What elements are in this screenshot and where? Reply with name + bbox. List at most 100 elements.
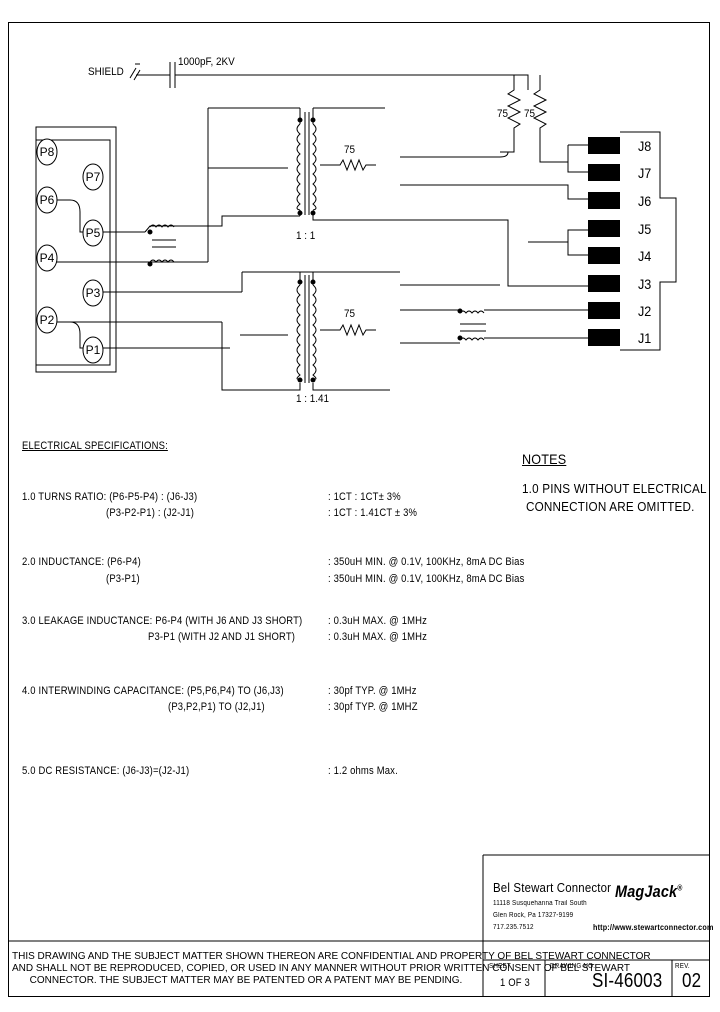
rev-label: REV. <box>675 963 690 970</box>
turns-ratio-bottom: 1 : 1.41 <box>296 393 330 405</box>
transformer-bottom-primary-coil <box>296 284 301 380</box>
spec-4-value-2: : 30pf TYP. @ 1MHZ <box>328 701 418 713</box>
top-choke <box>149 224 176 263</box>
legal-notice: THIS DRAWING AND THE SUBJECT MATTER SHOW… <box>12 951 651 987</box>
transformer-top-core <box>304 112 310 215</box>
bottom-choke <box>459 310 486 341</box>
company-name: Bel Stewart Connector <box>493 880 612 895</box>
jack-j1-label: J1 <box>638 330 652 346</box>
spec-2-label-2: (P3-P1) <box>106 573 140 585</box>
pin-p7-label: P7 <box>85 170 101 184</box>
right-connector-outline <box>620 131 677 351</box>
pin-p2-label: P2 <box>39 313 55 327</box>
j8-j7-bracket <box>567 144 588 173</box>
resistor-top-right-label: 75 <box>524 108 536 120</box>
spec-3-label-2: P3-P1 (WITH J2 AND J1 SHORT) <box>148 631 296 643</box>
spec-5-value-1: : 1.2 ohms Max. <box>328 765 398 777</box>
legal-line-1: THIS DRAWING AND THE SUBJECT MATTER SHOW… <box>12 951 651 962</box>
capacitor <box>169 62 529 90</box>
shield-label: SHIELD <box>88 66 124 78</box>
shield-wire <box>129 63 170 81</box>
spec-4-label-1: 4.0 INTERWINDING CAPACITANCE: (P5,P6,P4)… <box>22 685 284 697</box>
resistor-upper-label: 75 <box>344 144 356 156</box>
lower-secondary-routing <box>400 284 500 344</box>
resistor-top-left-label: 75 <box>497 108 509 120</box>
primary-center-tap <box>207 108 288 262</box>
transformer-top-primary <box>208 107 301 216</box>
spec-1-label-2: (P3-P2-P1) : (J2-J1) <box>106 507 195 519</box>
p1-wire <box>60 321 228 349</box>
legal-line-3: CONNECTOR. THE SUBJECT MATTER MAY BE PAT… <box>29 975 463 986</box>
jack-bar-j4 <box>588 247 620 264</box>
jack-j2-label: J2 <box>638 303 652 319</box>
jack-j3-label: J3 <box>638 276 652 292</box>
spec-3-value-1: : 0.3uH MAX. @ 1MHz <box>328 615 428 627</box>
spec-5-label-1: 5.0 DC RESISTANCE: (J6-J3)=(J2-J1) <box>22 765 190 777</box>
drawing-number: SI-46003 <box>592 970 663 992</box>
jack-j6-label: J6 <box>638 193 652 209</box>
turns-ratio-top: 1 : 1 <box>296 230 316 242</box>
pin-p7-circle <box>82 163 104 191</box>
jack-bar-j8 <box>588 137 620 154</box>
sheet-label: SHEET <box>489 963 511 970</box>
drawing-border <box>8 22 710 997</box>
jack-bar-j6 <box>588 192 620 209</box>
title-block-lines <box>8 854 710 997</box>
jack-bar-j1 <box>588 329 620 346</box>
transformer-bottom-wires <box>221 271 400 391</box>
spec-1-value-1: : 1CT : 1CT± 3% <box>328 491 401 503</box>
pin-p5-label: P5 <box>85 226 101 240</box>
company-address-2: Glen Rock, Pa 17327-9199 <box>493 912 574 919</box>
company-address-1: 11118 Susquehanna Trail South <box>493 900 587 907</box>
jack-j8-label: J8 <box>638 138 652 154</box>
upper-secondary-routing <box>384 151 588 287</box>
left-connector-outline <box>35 126 117 373</box>
spec-3-label-1: 3.0 LEAKAGE INDUCTANCE: P6-P4 (WITH J6 A… <box>22 615 303 627</box>
notes-title: NOTES <box>522 451 567 467</box>
pin-p6-circle <box>36 186 58 214</box>
pin-p6-label: P6 <box>39 193 55 207</box>
transformer-top-secondary-coil <box>312 123 317 211</box>
spec-4-label-2: (P3,P2,P1) TO (J2,J1) <box>168 701 265 713</box>
p6-wire <box>40 199 145 233</box>
pin-p1-circle <box>82 336 104 364</box>
spec-1-value-2: : 1CT : 1.41CT ± 3% <box>328 507 418 519</box>
sheet-value: 1 OF 3 <box>500 977 530 989</box>
capacitor-label: 1000pF, 2KV <box>178 56 235 68</box>
resistor-top-left <box>500 75 522 153</box>
spec-2-value-1: : 350uH MIN. @ 0.1V, 100KHz, 8mA DC Bias <box>328 556 525 568</box>
drawing-no-label: DRAWING NO. <box>550 963 596 970</box>
p2-wire <box>40 321 230 349</box>
spec-1-label-1: 1.0 TURNS RATIO: (P6-P5-P4) : (J6-J3) <box>22 491 198 503</box>
jack-j7-label: J7 <box>638 165 652 181</box>
pin-p1-label: P1 <box>85 343 101 357</box>
jack-bar-j2 <box>588 302 620 319</box>
jack-bar-j3 <box>588 275 620 292</box>
transformer-top-primary-coil <box>296 123 301 211</box>
transformer-bottom-core <box>304 275 310 383</box>
notes-line-1: 1.0 PINS WITHOUT ELECTRICAL <box>522 481 707 496</box>
magjack-logo: MagJack® <box>615 882 683 901</box>
pin-p5-circle <box>82 219 104 247</box>
transformer-top-secondary-wires <box>312 107 385 221</box>
jack-bar-j5 <box>588 220 620 237</box>
revision-number: 02 <box>682 970 702 992</box>
pin-p8-circle <box>36 138 58 166</box>
pin-p4-circle <box>36 244 58 272</box>
j5-j4-bracket <box>528 229 588 256</box>
p5-wire <box>98 215 300 233</box>
spec-2-label-1: 2.0 INDUCTANCE: (P6-P4) <box>22 556 141 568</box>
resistor-lower-label: 75 <box>344 308 356 320</box>
spec-3-value-2: : 0.3uH MAX. @ 1MHz <box>328 631 428 643</box>
transformer-bottom-secondary-coil <box>312 284 317 380</box>
website-url: http://www.stewartconnector.com <box>593 923 714 932</box>
specs-header: ELECTRICAL SPECIFICATIONS: <box>22 440 168 452</box>
company-address-3: 717.235.7512 <box>493 924 534 931</box>
pin-p8-label: P8 <box>39 145 55 159</box>
resistor-top-right <box>532 75 568 163</box>
notes-line-2: CONNECTION ARE OMITTED. <box>526 499 695 514</box>
bottom-choke-to-connector <box>484 309 588 339</box>
pin-p3-label: P3 <box>85 286 101 300</box>
